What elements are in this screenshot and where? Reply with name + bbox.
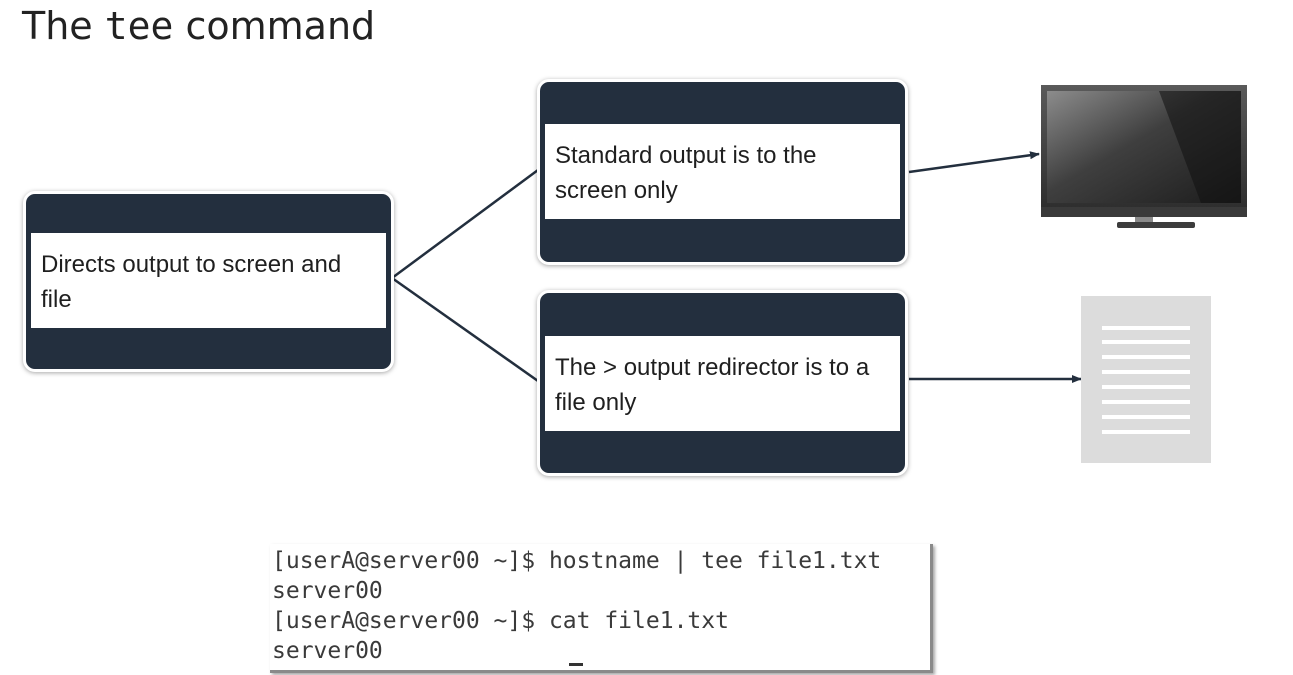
source-box-text: Directs output to screen and file [31, 233, 386, 328]
monitor-icon [1041, 85, 1247, 228]
branch-line-to-screen [391, 168, 539, 280]
target-box-file-text: The > output redirector is to a file onl… [545, 336, 900, 431]
terminal-cursor [569, 663, 583, 666]
title-prefix: The [22, 4, 105, 48]
title-suffix: command [173, 4, 376, 48]
target-box-screen: Standard output is to the screen only [537, 79, 908, 265]
target-box-file: The > output redirector is to a file onl… [537, 290, 908, 476]
terminal-line-4: server00 [272, 638, 383, 664]
terminal-line-3: [userA@server00 ~]$ cat file1.txt [272, 608, 729, 634]
page-title: The tee command [22, 4, 375, 48]
document-icon [1081, 296, 1211, 463]
branch-line-to-file [391, 276, 539, 383]
arrow-to-monitor [908, 151, 1040, 174]
title-command: tee [104, 4, 174, 48]
source-box: Directs output to screen and file [23, 191, 394, 372]
target-box-screen-text: Standard output is to the screen only [545, 124, 900, 219]
terminal-line-1: [userA@server00 ~]$ hostname | tee file1… [272, 548, 882, 574]
terminal-window: [userA@server00 ~]$ hostname | tee file1… [270, 544, 933, 673]
terminal-line-2: server00 [272, 578, 383, 604]
